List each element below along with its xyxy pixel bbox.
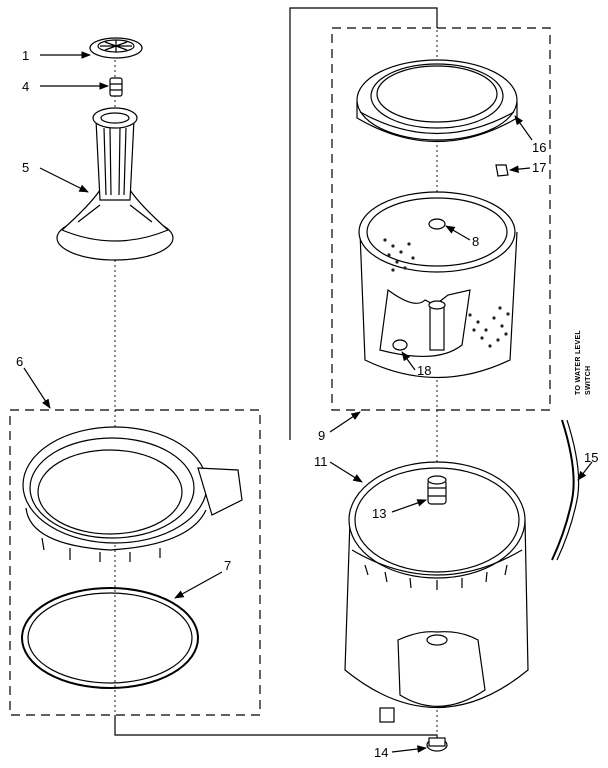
part-hub xyxy=(427,475,447,505)
leader-7 xyxy=(174,571,223,599)
water-level-switch-note: TO WATER LEVEL SWITCH xyxy=(575,330,592,395)
callout-15: 15 xyxy=(584,450,598,465)
callout-18: 18 xyxy=(417,363,431,378)
callout-14: 14 xyxy=(374,745,388,760)
note-line-2: SWITCH xyxy=(585,366,592,395)
callout-11: 11 xyxy=(314,454,328,469)
part-clip xyxy=(495,164,509,177)
part-agitator xyxy=(56,107,174,261)
leader-17 xyxy=(509,165,531,173)
callout-1: 1 xyxy=(22,48,29,63)
leader-18 xyxy=(401,351,416,371)
callout-17: 17 xyxy=(532,160,546,175)
leader-16 xyxy=(514,115,533,141)
callout-7: 7 xyxy=(224,558,231,573)
leader-13 xyxy=(391,499,427,513)
leader-14 xyxy=(391,745,427,753)
callout-16: 16 xyxy=(532,140,546,155)
part-cap xyxy=(89,37,143,59)
note-line-1: TO WATER LEVEL xyxy=(575,330,582,395)
part-tub-ring xyxy=(22,426,243,562)
part-hose xyxy=(551,419,580,561)
callout-9: 9 xyxy=(318,428,325,443)
callout-6: 6 xyxy=(16,354,23,369)
part-group-box-9 xyxy=(331,27,551,411)
part-balance-ring xyxy=(356,59,518,143)
connector-line xyxy=(289,7,438,440)
part-outer-tub xyxy=(344,461,529,723)
leader-6 xyxy=(23,367,51,409)
callout-8: 8 xyxy=(472,234,479,249)
leader-15 xyxy=(577,461,593,481)
callout-13: 13 xyxy=(372,506,386,521)
part-group-box-6 xyxy=(9,409,261,716)
leader-5 xyxy=(39,167,89,193)
part-gasket xyxy=(21,587,199,689)
callout-5: 5 xyxy=(22,160,29,175)
part-drain-plug xyxy=(426,737,448,752)
part-basket xyxy=(358,191,518,378)
part-nut xyxy=(109,77,123,97)
leader-8 xyxy=(445,225,471,241)
leader-9 xyxy=(329,411,361,433)
callout-4: 4 xyxy=(22,79,29,94)
leader-11 xyxy=(329,461,363,483)
